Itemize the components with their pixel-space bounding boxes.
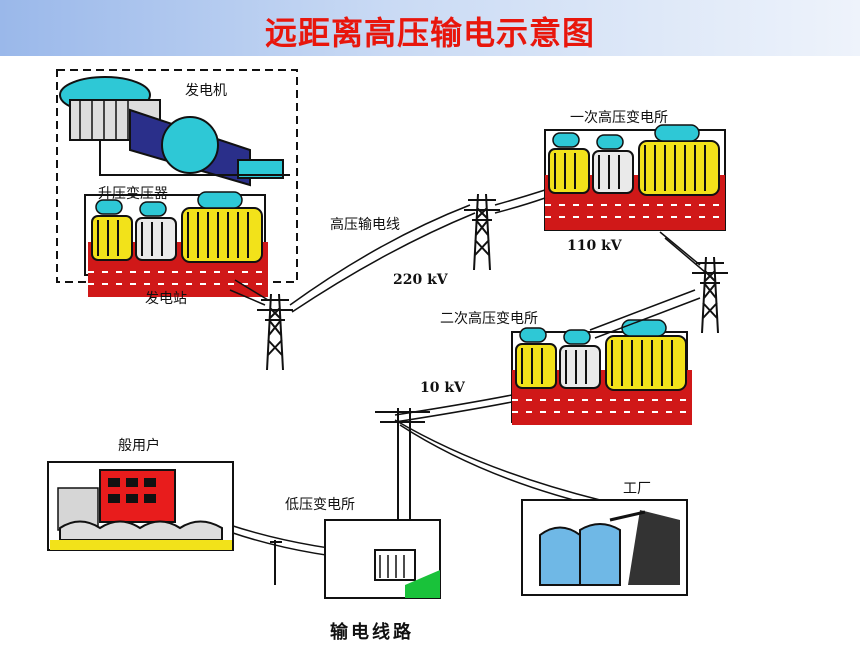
step-up-transformer-illustration	[84, 191, 269, 298]
lv-substation-illustration	[324, 519, 441, 599]
label-110kv: 110 kV	[567, 238, 622, 254]
generator-illustration	[59, 76, 290, 187]
diagram-title: 远距离高压输电示意图	[264, 14, 595, 52]
label-power-station: 发电站	[145, 291, 187, 307]
factory-illustration	[521, 499, 688, 596]
label-generator: 发电机	[185, 83, 227, 99]
label-primary-substation: 一次高压变电所	[570, 110, 668, 126]
label-lv-substation: 低压变电所	[285, 497, 355, 513]
label-hv-line: 高压输电线	[330, 217, 400, 233]
label-secondary-substation: 二次高压变电所	[440, 311, 538, 327]
household-illustration	[47, 461, 234, 551]
label-factory: 工厂	[623, 481, 651, 497]
label-household: 般用户	[118, 438, 160, 454]
secondary-substation-illustration	[511, 319, 693, 426]
tower-1	[256, 293, 294, 371]
diagram-caption: 输电线路	[330, 622, 414, 643]
label-10kv: 10 kV	[420, 380, 465, 396]
label-220kv: 220 kV	[393, 272, 448, 288]
transmission-lines	[229, 189, 706, 563]
tower-3	[691, 256, 729, 334]
label-step-up-transformer: 升压变压器	[98, 186, 168, 202]
title-bar	[0, 0, 860, 56]
primary-substation-illustration	[544, 124, 726, 231]
